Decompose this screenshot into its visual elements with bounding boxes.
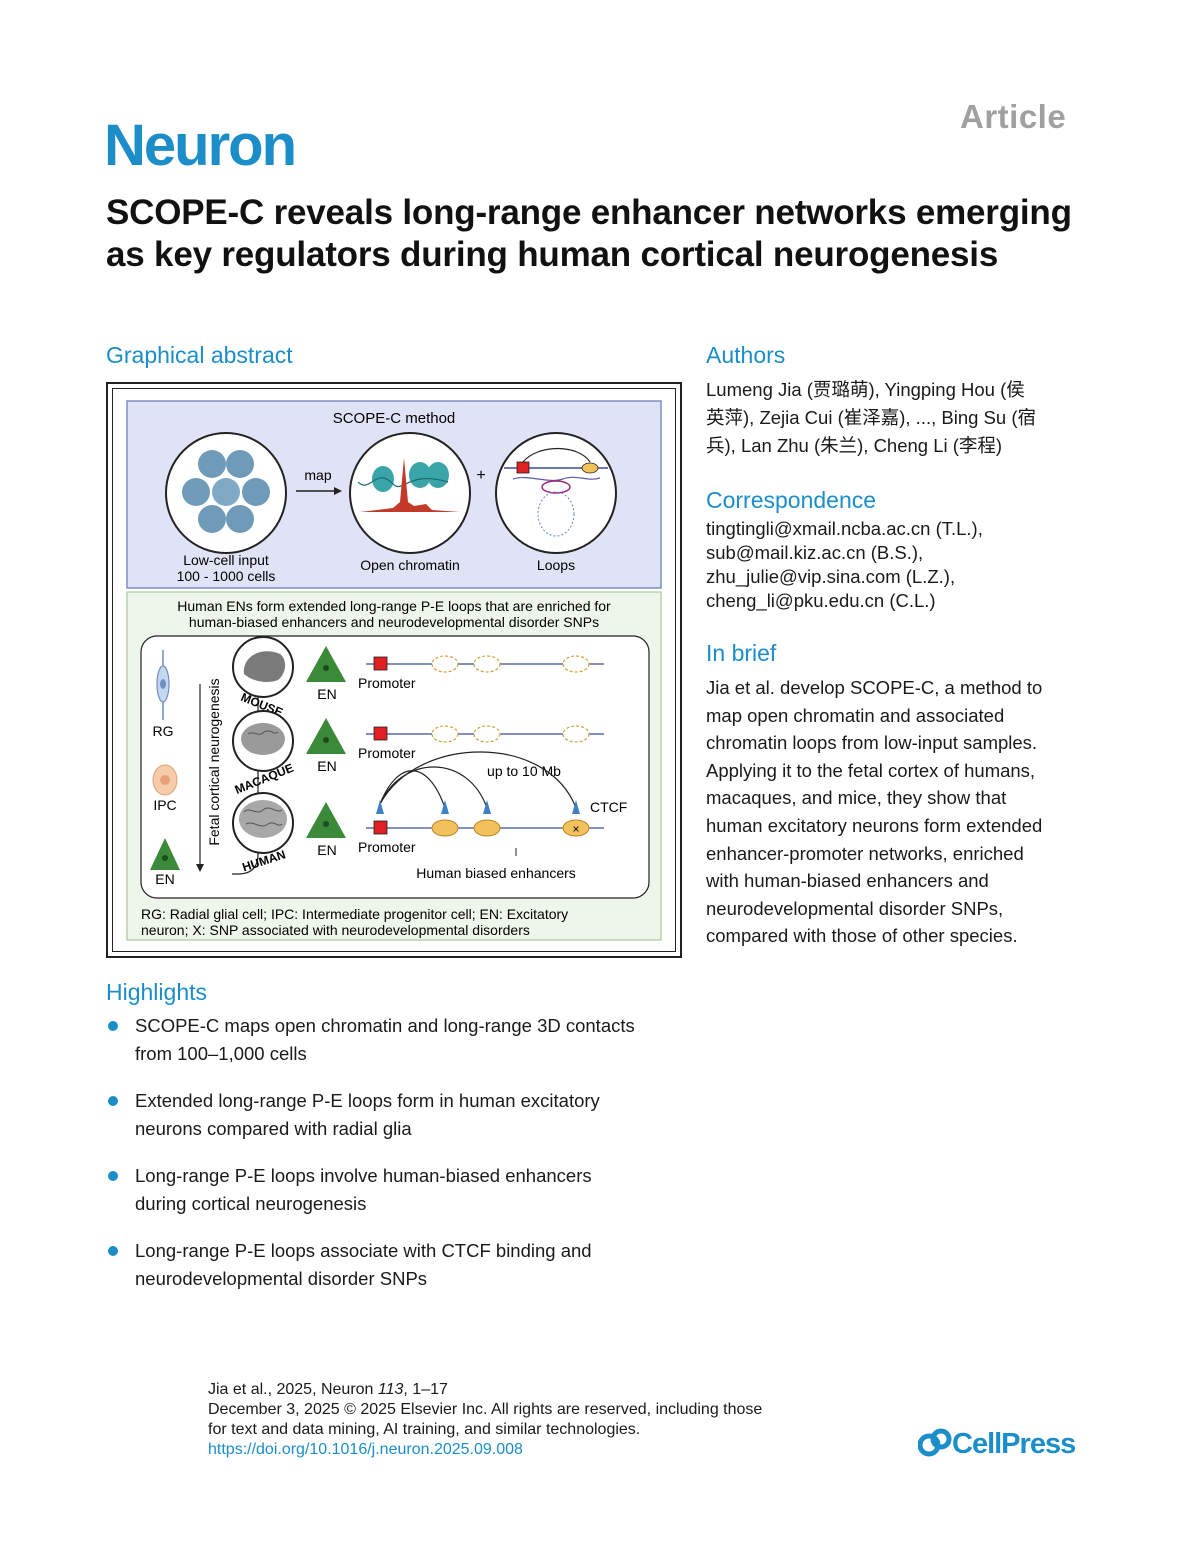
ctcf-label: CTCF	[590, 799, 627, 815]
chromatin-loop-icon	[495, 432, 617, 554]
cellpress-logo-icon	[917, 1428, 952, 1457]
article-type-label: Article	[960, 98, 1067, 135]
cell-ipc-label: IPC	[153, 797, 176, 813]
highlight-item: SCOPE-C maps open chromatin and long-ran…	[106, 1012, 706, 1068]
open-chromatin-icon	[349, 432, 471, 554]
citation-line: Jia et al., 2025, Neuron 113, 1–17	[208, 1381, 448, 1398]
authors-line: Lumeng Jia (贾璐萌), Yingping Hou (侯	[706, 379, 1025, 400]
copyright-line: December 3, 2025 © 2025 Elsevier Inc. Al…	[208, 1401, 763, 1418]
authors-heading: Authors	[706, 342, 786, 368]
in-brief-line: neurodevelopmental disorder SNPs,	[706, 897, 1004, 919]
authors-list: Lumeng Jia (贾璐萌), Yingping Hou (侯 英萍), Z…	[706, 376, 1086, 460]
radial-glia-icon	[156, 650, 170, 720]
human-brain-icon	[232, 792, 294, 854]
highlight-item: Extended long-range P-E loops form in hu…	[106, 1087, 706, 1143]
correspondence-email[interactable]: zhu_julie@vip.sina.com (L.Z.),	[706, 566, 956, 587]
summary-line-1: Human ENs form extended long-range P-E l…	[177, 598, 611, 614]
human-en-icon	[306, 802, 346, 838]
human-loop-track: ×	[366, 751, 604, 856]
map-arrow-icon	[296, 487, 342, 495]
legend-line-1: RG: Radial glial cell; IPC: Intermediate…	[141, 906, 568, 922]
enhancers-label: Human biased enhancers	[416, 865, 576, 881]
cellpress-logo: CellPress	[917, 1428, 1076, 1461]
map-label: map	[304, 467, 331, 483]
citation-footer: Jia et al., 2025, Neuron 113, 1–17 Decem…	[208, 1380, 762, 1460]
bullet-icon	[108, 1096, 118, 1106]
in-brief-line: macaques, and mice, they show that	[706, 787, 1007, 809]
copyright-line-2: for text and data mining, AI training, a…	[208, 1421, 641, 1438]
plus-sign: +	[476, 467, 485, 484]
doi-link[interactable]: https://doi.org/10.1016/j.neuron.2025.09…	[208, 1441, 523, 1458]
in-brief-line: Jia et al. develop SCOPE-C, a method to	[706, 677, 1043, 698]
graphical-abstract-heading: Graphical abstract	[106, 342, 293, 368]
mouse-loop-track	[366, 655, 604, 673]
cell-rg-label: RG	[153, 723, 174, 739]
summary-line-2: human-biased enhancers and neurodevelopm…	[189, 614, 599, 630]
publisher-name: CellPress	[952, 1428, 1076, 1460]
highlight-item: Long-range P-E loops associate with CTCF…	[106, 1237, 706, 1293]
correspondence-email[interactable]: tingtingli@xmail.ncba.ac.cn (T.L.),	[706, 518, 983, 539]
highlight-item: Long-range P-E loops involve human-biase…	[106, 1162, 706, 1218]
macaque-en-label: EN	[317, 758, 336, 774]
bullet-icon	[108, 1246, 118, 1256]
cell-en-label: EN	[155, 871, 174, 887]
input-label-1: Low-cell input	[183, 552, 269, 568]
correspondence-email[interactable]: cheng_li@pku.edu.cn (C.L.)	[706, 590, 936, 611]
open-chromatin-label: Open chromatin	[360, 557, 460, 573]
svg-text:×: ×	[572, 822, 579, 836]
correspondence-heading: Correspondence	[706, 487, 877, 513]
bullet-icon	[108, 1171, 118, 1181]
input-label-2: 100 - 1000 cells	[177, 568, 276, 584]
graphical-abstract-svg: SCOPE-C method Low-cell input 100 - 1000…	[126, 400, 662, 941]
macaque-brain-icon	[232, 710, 294, 772]
in-brief-text: Jia et al. develop SCOPE-C, a method to …	[706, 674, 1096, 950]
correspondence-list: tingtingli@xmail.ncba.ac.cn (T.L.), sub@…	[706, 517, 983, 613]
bullet-icon	[108, 1021, 118, 1031]
method-title: SCOPE-C method	[333, 410, 456, 427]
cell-cluster-icon	[165, 432, 287, 554]
species-bracket	[232, 649, 264, 875]
intermediate-progenitor-icon	[152, 764, 178, 796]
highlights-heading: Highlights	[106, 979, 207, 1005]
in-brief-line: chromatin loops from low-input samples.	[706, 732, 1038, 754]
highlights-list: SCOPE-C maps open chromatin and long-ran…	[106, 1012, 706, 1312]
authors-line: 英萍), Zejia Cui (崔泽嘉), ..., Bing Su (宿	[706, 407, 1036, 428]
in-brief-heading: In brief	[706, 640, 777, 666]
in-brief-line: human excitatory neurons form extended	[706, 814, 1043, 836]
loops-label: Loops	[537, 557, 575, 573]
macaque-en-icon	[306, 718, 346, 754]
mouse-en-icon	[306, 646, 346, 682]
mouse-brain-icon	[232, 636, 294, 698]
macaque-loop-track	[366, 725, 604, 743]
human-promoter-label: Promoter	[358, 839, 416, 855]
mouse-promoter-label: Promoter	[358, 675, 416, 691]
in-brief-line: Applying it to the fetal cortex of human…	[706, 759, 1036, 781]
axis-label: Fetal cortical neurogenesis	[206, 678, 222, 845]
graphical-abstract-figure: SCOPE-C method Low-cell input 100 - 1000…	[106, 382, 682, 958]
journal-logo: Neuron	[104, 113, 297, 178]
distance-label: up to 10 Mb	[487, 763, 561, 779]
excitatory-neuron-icon	[150, 838, 180, 870]
neurogenesis-axis-arrow	[196, 684, 204, 872]
mouse-en-label: EN	[317, 686, 336, 702]
article-title: SCOPE-C reveals long-range enhancer netw…	[106, 193, 1072, 274]
in-brief-line: map open chromatin and associated	[706, 704, 1005, 726]
in-brief-line: with human-biased enhancers and	[706, 870, 989, 892]
in-brief-line: compared with those of other species.	[706, 925, 1018, 947]
correspondence-email[interactable]: sub@mail.kiz.ac.cn (B.S.),	[706, 542, 924, 563]
human-en-label: EN	[317, 842, 336, 858]
authors-line: 兵), Lan Zhu (朱兰), Cheng Li (李程)	[706, 435, 1003, 456]
in-brief-line: enhancer-promoter networks, enriched	[706, 842, 1024, 864]
legend-line-2: neuron; X: SNP associated with neurodeve…	[141, 922, 530, 938]
macaque-promoter-label: Promoter	[358, 745, 416, 761]
